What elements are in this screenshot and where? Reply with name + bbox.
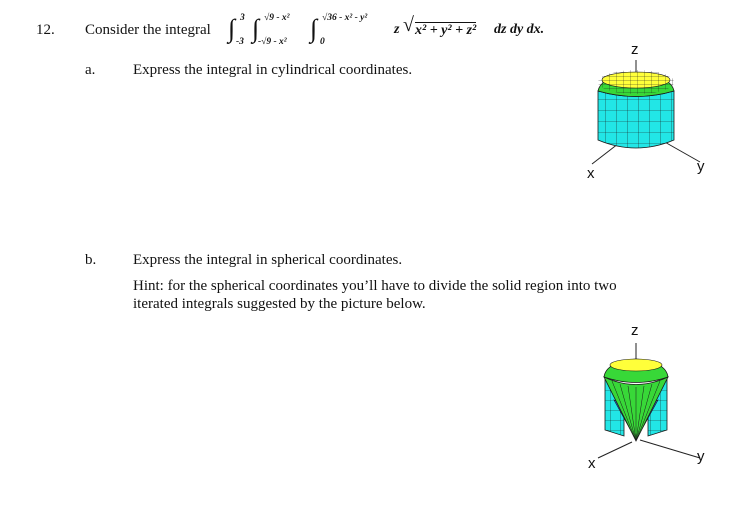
figure-a-x-label: x <box>587 165 595 182</box>
inner-upper-limit: √36 - x² - y² <box>322 13 368 23</box>
figure-a-y-label: y <box>697 158 705 175</box>
cone-mesh-lines-b <box>611 380 661 442</box>
part-a-label: a. <box>85 62 96 78</box>
middle-integral-sign: ∫ <box>252 14 260 43</box>
cylinder-side-mesh-a <box>598 91 674 148</box>
hint-line-2: iterated integrals suggested by the pict… <box>133 296 426 312</box>
x-axis-b <box>597 441 633 459</box>
cap-mesh-a <box>598 70 674 94</box>
problem-intro: Consider the integral <box>85 22 211 38</box>
inner-lower-limit: 0 <box>320 37 325 47</box>
figure-a-z-label: z <box>631 41 639 58</box>
hint-line-1: Hint: for the spherical coordinates you’… <box>133 278 617 294</box>
middle-upper-limit: √9 - x² <box>264 13 290 23</box>
sqrt-symbol: √ <box>403 14 414 36</box>
problem-number: 12. <box>36 22 55 38</box>
integral-expression: ∫ 3 -3 ∫ √9 - x² -√9 - x² ∫ √36 - x² - y… <box>228 10 558 50</box>
figure-b-y-label: y <box>697 448 705 465</box>
figure-b-z-label: z <box>631 322 639 339</box>
middle-lower-limit: -√9 - x² <box>258 37 287 47</box>
integrand-z: z <box>394 22 400 37</box>
differentials: dz dy dx. <box>494 22 545 37</box>
outer-upper-limit: 3 <box>240 13 245 23</box>
y-axis-b <box>639 439 701 459</box>
figure-b-x-label: x <box>588 455 596 472</box>
inner-integral-sign: ∫ <box>310 14 318 43</box>
outer-integral-sign: ∫ <box>228 14 236 43</box>
part-b-label: b. <box>85 252 97 268</box>
outer-lower-limit: -3 <box>236 37 244 47</box>
part-a-text: Express the integral in cylindrical coor… <box>133 62 413 78</box>
integrand-sqrt-argument: x² + y² + z² <box>415 22 477 38</box>
cap-yellow-b <box>609 358 663 372</box>
part-b-text: Express the integral in spherical coordi… <box>133 252 403 268</box>
